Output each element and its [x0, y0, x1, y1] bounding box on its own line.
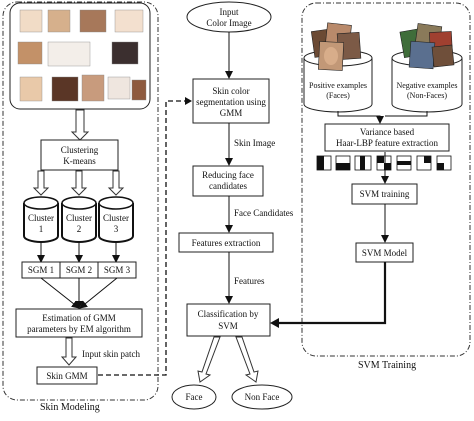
arrow-to-face — [197, 336, 221, 383]
skin-swatch — [131, 79, 147, 101]
positive-examples-cylinder: Positive examples (Faces) — [303, 22, 373, 113]
negative-examples-line-2: (Non-Faces) — [407, 91, 447, 100]
skin-swatch — [47, 41, 91, 67]
svm-training-label: SVM Training — [358, 360, 416, 371]
skin-swatch — [81, 74, 105, 102]
haar-feature-patterns — [316, 155, 452, 171]
cluster-2-number: 2 — [77, 224, 82, 234]
skin-swatch — [17, 41, 43, 65]
reducing-box — [192, 165, 264, 197]
skin-gmm-to-segmentation-connector — [98, 100, 191, 376]
input-line-1: Input — [220, 7, 239, 17]
arrow-to-cluster-3 — [107, 170, 125, 196]
arrow-to-cluster-2 — [70, 170, 88, 196]
positive-examples-line-1: Positive examples — [309, 81, 367, 90]
arrow-positive-haar — [337, 111, 384, 124]
cluster-2-cylinder: Cluster 2 — [61, 196, 97, 243]
cluster-3-number: 3 — [114, 224, 119, 234]
arrow-to-skin-gmm — [60, 337, 78, 366]
arrow-to-non-face — [235, 336, 259, 383]
features-label: Features — [234, 276, 265, 286]
skin-gmm-box — [36, 366, 98, 385]
skin-modeling-panel — [2, 1, 159, 401]
negative-examples-line-1: Negative examples — [396, 81, 457, 90]
sgm-3-label: SGM 3 — [104, 265, 131, 275]
face-node — [171, 384, 217, 410]
estimation-line-1: Estimation of GMM — [42, 313, 116, 323]
skin-modeling-label: Skin Modeling — [40, 402, 100, 413]
clustering-box — [40, 139, 119, 171]
non-face-images-stack — [399, 23, 455, 70]
arrow-to-clustering — [70, 109, 90, 141]
svm-model-to-classification-connector — [277, 262, 387, 325]
sgm-2-label: SGM 2 — [66, 265, 92, 275]
segmentation-line-3: GMM — [220, 108, 243, 118]
classification-line-1: Classification by — [198, 309, 259, 319]
classification-box — [186, 303, 271, 337]
reducing-line-1: Reducing face — [202, 170, 254, 180]
segmentation-line-1: Skin color — [212, 86, 249, 96]
skin-swatch — [107, 76, 131, 100]
face-label: Face — [186, 392, 203, 402]
segmentation-input-arrowhead — [185, 97, 192, 105]
svm-training-box-label: SVM training — [360, 189, 410, 199]
segmentation-box — [192, 78, 270, 124]
arrow-sgm1-estimation — [40, 277, 80, 309]
svm-model-label: SVM Model — [362, 248, 408, 258]
arrow-negative-haar — [385, 111, 428, 117]
positive-examples-line-2: (Faces) — [326, 91, 350, 100]
cluster-1-cylinder: Cluster 1 — [23, 196, 59, 243]
skin-swatch — [51, 76, 79, 102]
non-face-node — [231, 384, 293, 410]
clustering-label: Clustering — [61, 145, 99, 155]
arrow-to-cluster-1 — [32, 170, 50, 196]
svm-training-panel — [301, 2, 471, 357]
skin-swatch — [19, 76, 43, 102]
non-face-label: Non Face — [245, 392, 280, 402]
kmeans-label: K-means — [63, 156, 96, 166]
sgm-1-label: SGM 1 — [28, 265, 54, 275]
skin-gmm-label: Skin GMM — [46, 371, 87, 381]
haar-line-1: Variance based — [360, 127, 415, 137]
skin-swatch — [114, 9, 144, 33]
cluster-2-label: Cluster — [66, 213, 92, 223]
haar-lbp-box — [324, 123, 450, 152]
face-candidates-label: Face Candidates — [234, 208, 294, 218]
estimation-line-2: parameters by EM algorithm — [27, 324, 131, 334]
skin-swatch — [47, 9, 71, 33]
cluster-1-label: Cluster — [28, 213, 54, 223]
cluster-3-label: Cluster — [103, 213, 129, 223]
skin-swatch — [19, 9, 43, 33]
negative-examples-cylinder: Negative examples (Non-Faces) — [391, 23, 463, 113]
arrow-sgm3-estimation — [79, 277, 118, 309]
classification-input-arrowhead — [270, 318, 279, 328]
haar-line-2: Haar-LBP feature extraction — [336, 138, 438, 148]
features-extraction-label: Features extraction — [192, 238, 261, 248]
input-skin-patch-label: Input skin patch — [82, 349, 140, 359]
skin-image-label: Skin Image — [234, 138, 275, 148]
estimation-box — [15, 308, 143, 338]
classification-line-2: SVM — [218, 321, 238, 331]
cluster-1-number: 1 — [39, 224, 44, 234]
reducing-line-2: candidates — [209, 181, 247, 191]
face-images-stack — [310, 22, 362, 71]
skin-swatch — [79, 9, 107, 33]
features-extraction-box — [178, 232, 274, 253]
skin-swatch — [111, 41, 139, 65]
cluster-3-cylinder: Cluster 3 — [98, 196, 134, 243]
input-line-2: Color Image — [206, 18, 251, 28]
skin-swatch-grid — [17, 9, 147, 102]
segmentation-line-2: segmentation using — [196, 97, 266, 107]
